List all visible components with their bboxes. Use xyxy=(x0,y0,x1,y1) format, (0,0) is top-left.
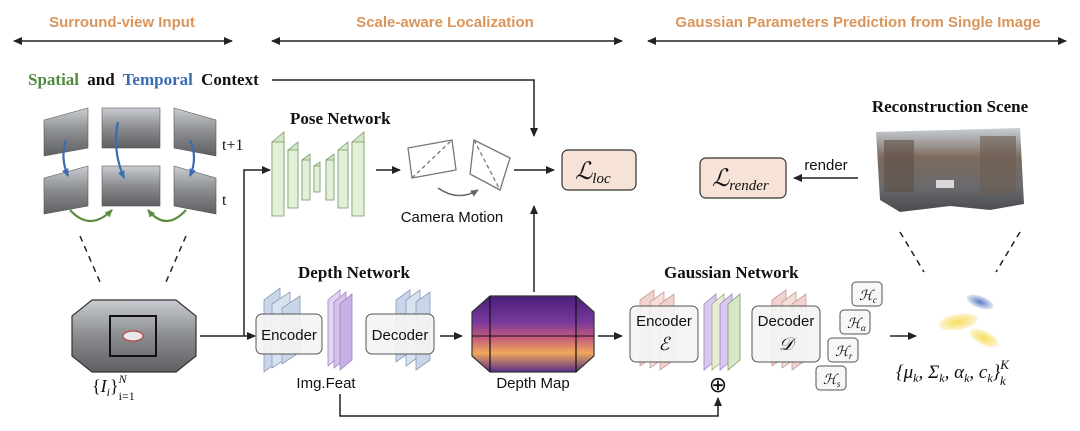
gaussian-yellow-2 xyxy=(969,328,999,348)
section-localization: Scale-aware Localization xyxy=(271,14,623,45)
frame-t-right xyxy=(173,165,217,215)
section-prediction-title: Gaussian Parameters Prediction from Sing… xyxy=(675,14,1040,31)
dash-gauss-left xyxy=(899,231,925,273)
dash-right xyxy=(165,235,187,283)
render-label: render xyxy=(804,157,847,174)
depth-encoder-label: Encoder xyxy=(261,327,317,344)
svg-text:ℋr: ℋr xyxy=(835,345,853,361)
svg-text:ℋc: ℋc xyxy=(859,289,877,305)
section-prediction: Gaussian Parameters Prediction from Sing… xyxy=(647,14,1067,45)
reconstruction-title: Reconstruction Scene xyxy=(872,97,1029,116)
gaussian-decoder-label: Decoder xyxy=(758,313,815,330)
svg-text:ℋα: ℋα xyxy=(847,317,866,333)
frame-label-t: t xyxy=(222,192,227,209)
frame-t-front xyxy=(101,165,161,207)
gaussian-feature-stack xyxy=(703,293,741,371)
temporal-arrow-front xyxy=(114,121,126,179)
svg-text:ℋs: ℋs xyxy=(823,373,841,389)
frame-grid: t+1 t xyxy=(43,107,243,223)
gaussian-encoder-label: Encoder xyxy=(636,313,692,330)
gaussian-decoder-symbol: 𝒟 xyxy=(779,334,797,354)
depth-map-label: Depth Map xyxy=(496,375,569,392)
surround-front-frame xyxy=(109,315,157,357)
dash-left xyxy=(79,235,101,283)
temporal-word: Temporal xyxy=(123,70,193,89)
gaussian-encoder: Encoder ℰ xyxy=(629,289,699,371)
head-s: ℋs xyxy=(815,365,847,391)
spatial-word: Spatial xyxy=(28,70,79,89)
depth-map-image xyxy=(471,295,595,373)
reconstruction-scene-image xyxy=(876,128,1024,212)
pose-network-blocks xyxy=(271,131,365,217)
loc-loss-label: ℒloc xyxy=(575,159,611,187)
camera-motion-icon xyxy=(407,139,511,197)
depth-decoder-label: Decoder xyxy=(372,327,429,344)
ego-car xyxy=(122,330,144,342)
gaussian-ellipsoids xyxy=(938,294,999,348)
img-feat-label: Img.Feat xyxy=(296,375,356,392)
context-word: Context xyxy=(201,70,259,89)
gaussian-yellow-1 xyxy=(938,313,978,331)
depth-decoder: Decoder xyxy=(365,289,435,371)
input-to-pose-arrow xyxy=(243,166,271,336)
dash-gauss-right xyxy=(995,231,1021,273)
frame-t-left xyxy=(43,165,89,215)
context-to-loss-arrow xyxy=(272,79,538,137)
section-input: Surround-view Input xyxy=(13,14,233,45)
depth-network-title: Depth Network xyxy=(298,263,410,282)
and-word: and xyxy=(87,70,115,89)
head-c: ℋc xyxy=(851,281,883,307)
head-alpha: ℋα xyxy=(839,309,871,335)
surround-view-image xyxy=(71,299,197,373)
gaussian-encoder-symbol: ℰ xyxy=(659,334,672,354)
gaussian-network-title: Gaussian Network xyxy=(664,263,799,282)
head-r: ℋr xyxy=(827,337,859,363)
section-input-title: Surround-view Input xyxy=(49,14,195,31)
temporal-arrow-left xyxy=(61,139,70,177)
add-symbol: ⊕ xyxy=(709,373,727,398)
spatial-arrow-left xyxy=(69,209,113,223)
skip-connection-arrow xyxy=(339,394,722,417)
temporal-arrow-right xyxy=(188,139,197,177)
gaussian-blue xyxy=(966,294,994,310)
spatial-arrow-right xyxy=(147,209,187,223)
depth-encoder: Encoder xyxy=(255,287,323,373)
render-loss-label: ℒrender xyxy=(712,166,769,194)
img-feat-stack xyxy=(327,289,353,371)
camera-motion-label: Camera Motion xyxy=(401,209,504,226)
gaussian-decoder: Decoder 𝒟 xyxy=(751,289,821,371)
frame-label-tplus1: t+1 xyxy=(222,137,243,154)
render-loss-box xyxy=(699,157,787,199)
pose-network-title: Pose Network xyxy=(290,109,391,128)
context-label: Spatial and Temporal Context xyxy=(28,70,259,89)
frame-tplus1-right xyxy=(173,107,217,157)
section-localization-title: Scale-aware Localization xyxy=(356,14,534,31)
frame-tplus1-front xyxy=(101,107,161,149)
loc-loss-box xyxy=(561,149,637,191)
frame-tplus1-left xyxy=(43,107,89,157)
